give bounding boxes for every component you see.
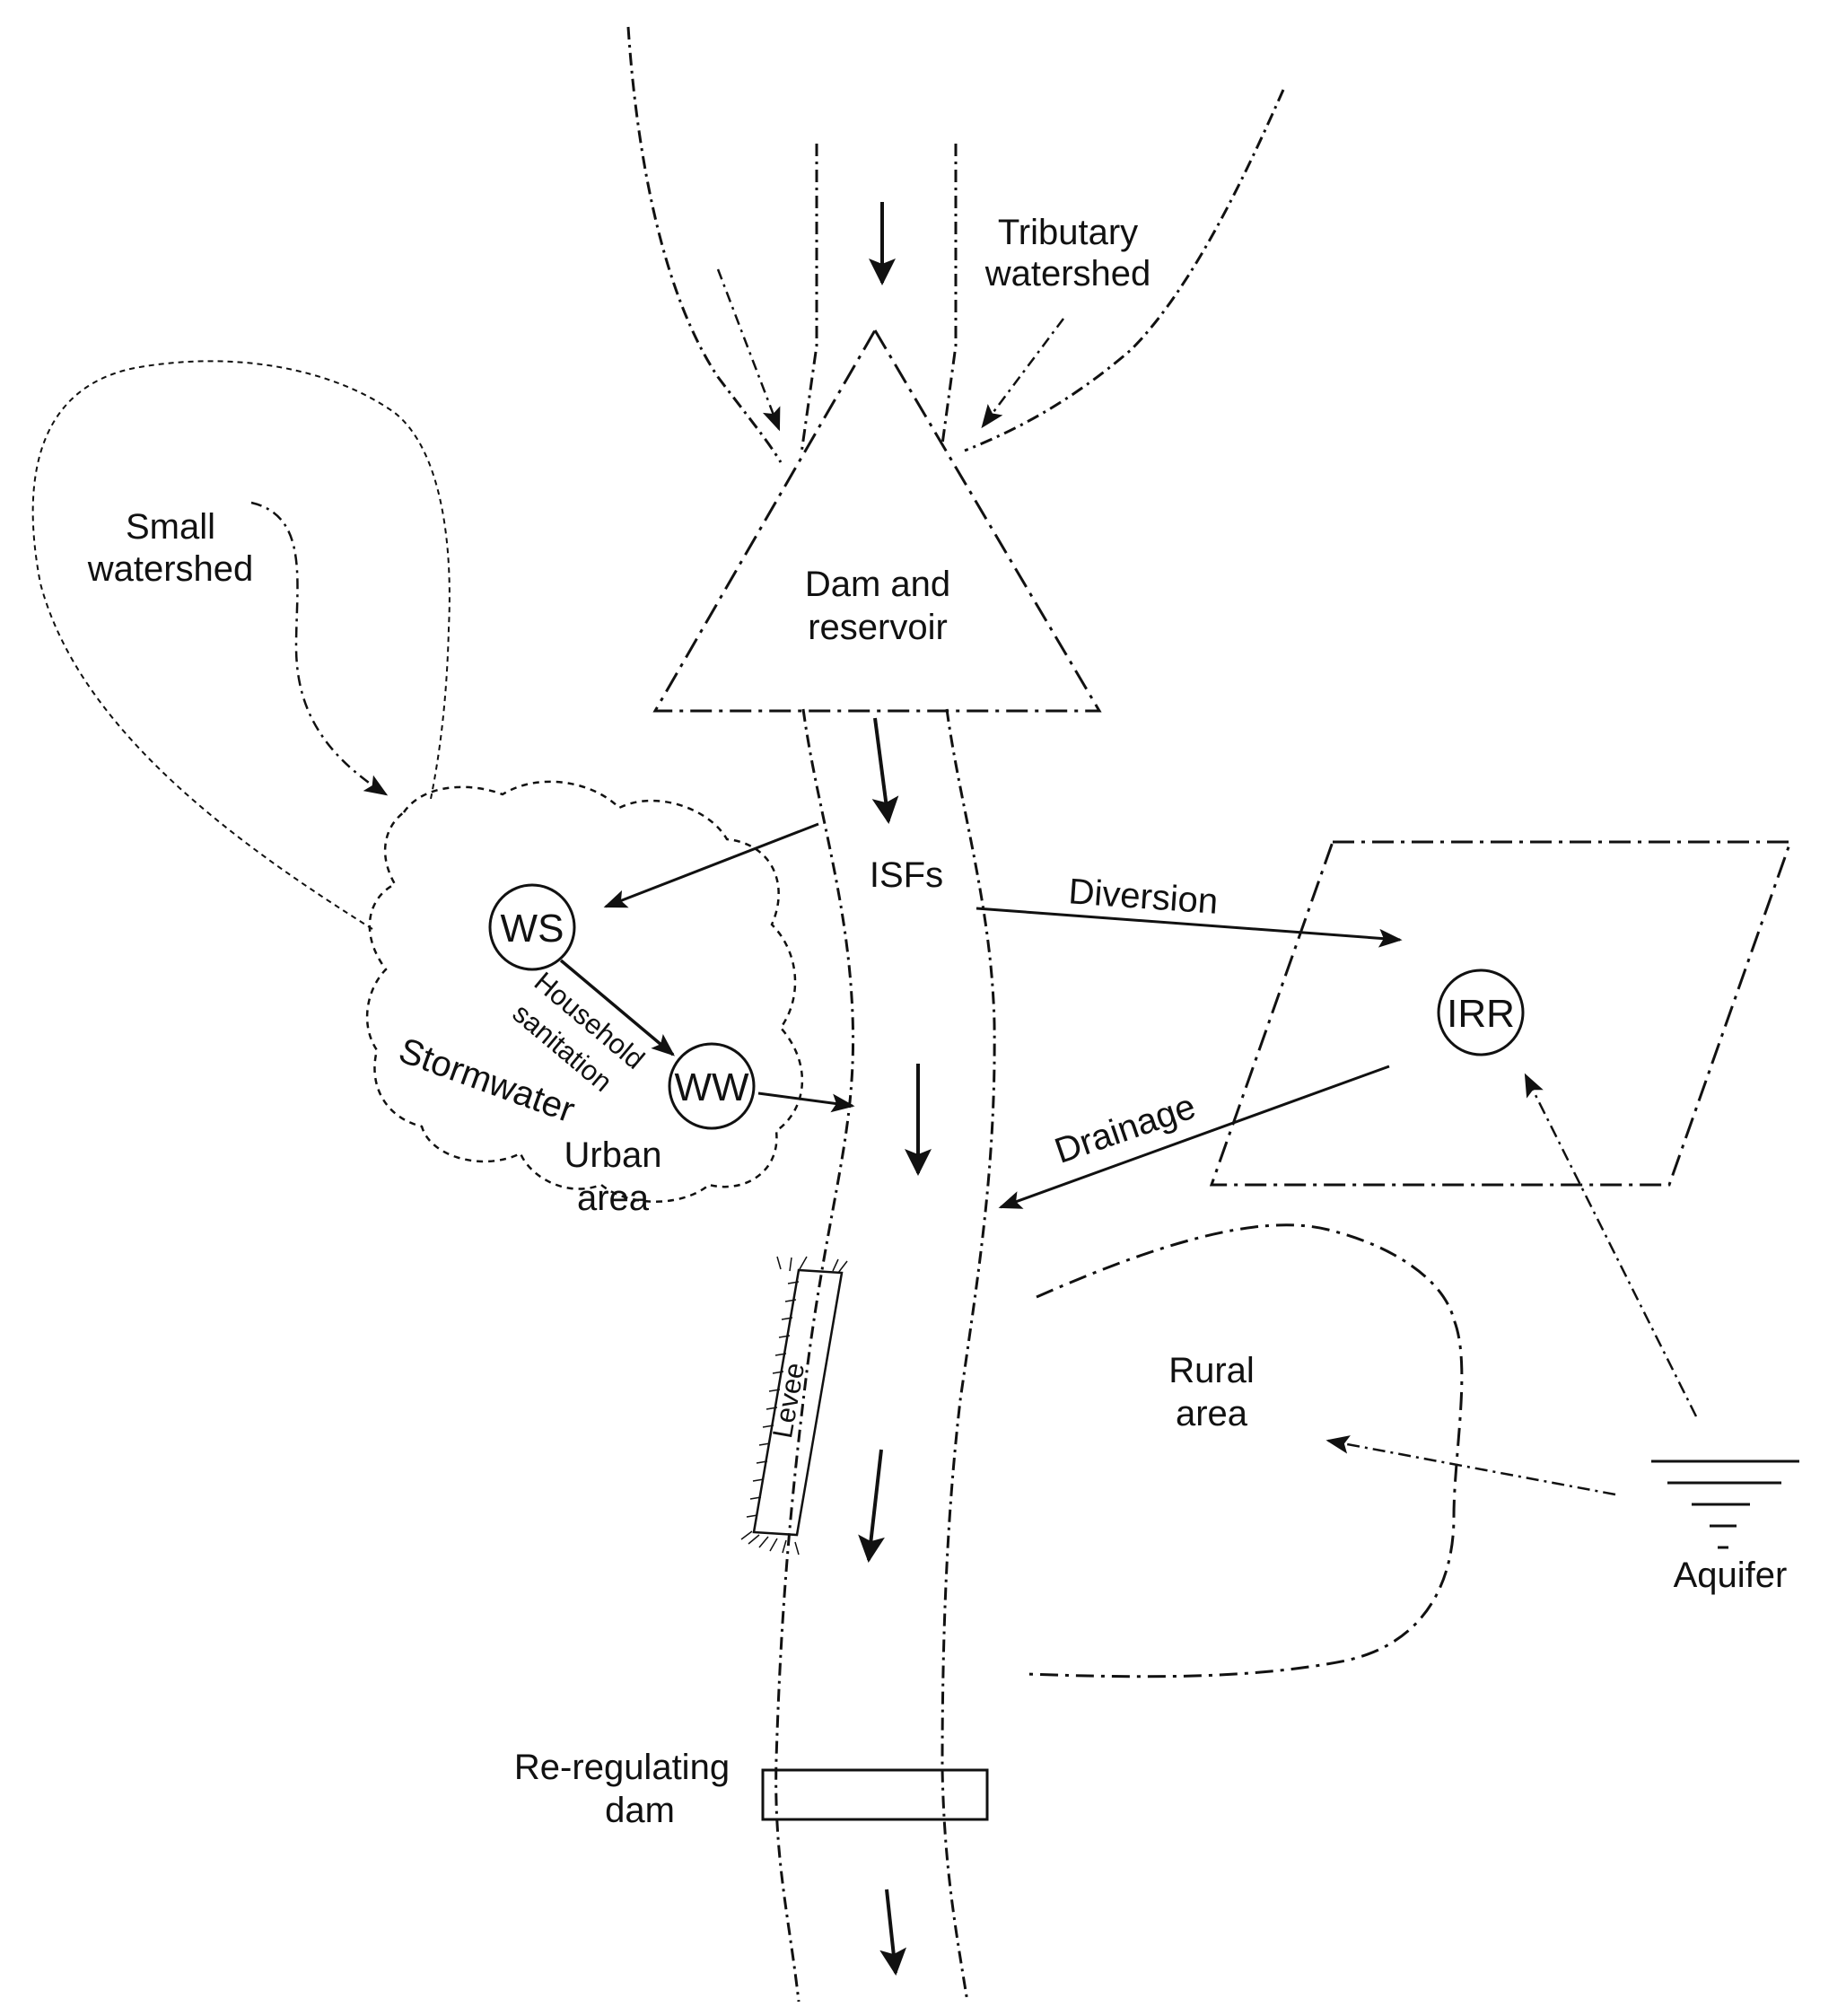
aquifer-symbol	[1651, 1459, 1799, 1549]
urban-area-label-line2: area	[577, 1179, 650, 1218]
river-bank-left	[774, 708, 854, 2003]
levee	[740, 1256, 848, 1556]
levee-label: Levee	[766, 1361, 810, 1441]
small-watershed-flow-arrow	[250, 501, 389, 796]
tributary-watershed-label-line1: Tributary	[998, 213, 1138, 252]
dam-label-line2: reservoir	[808, 608, 948, 647]
reregulating-dam-label-line1: Re-regulating	[514, 1748, 730, 1787]
reregulating-dam	[761, 1768, 989, 1821]
irrigation-node: IRR	[1437, 969, 1525, 1056]
urban-area-boundary	[365, 780, 804, 1203]
rural-area-label-line1: Rural	[1168, 1351, 1255, 1390]
dam-reservoir-triangle	[652, 328, 1102, 713]
tributary-watershed-boundary-right	[964, 89, 1285, 452]
drainage-label: Drainage	[1050, 1086, 1201, 1170]
reregulating-dam-label-line2: dam	[605, 1791, 675, 1830]
aquifer-to-rural-arrow	[1325, 1435, 1616, 1496]
withdrawal-arrow	[603, 822, 819, 908]
river-bank-upstream-left	[800, 144, 818, 454]
tributary-inflow-arrow-right	[981, 318, 1064, 429]
ww-label: WW	[674, 1065, 749, 1109]
river-flow-arrow-4	[858, 1449, 885, 1563]
wastewater-node: WW	[668, 1042, 756, 1130]
river-flow-arrow-2	[871, 717, 899, 824]
urban-area-label-line1: Urban	[564, 1135, 662, 1175]
isfs-label: ISFs	[870, 855, 943, 895]
drainage-arrow	[998, 1065, 1390, 1209]
small-watershed-boundary	[31, 360, 451, 930]
tributary-watershed-boundary-left	[626, 26, 783, 463]
irrigation-district-boundary	[1209, 840, 1793, 1187]
river-flow-arrow-5	[879, 1889, 907, 1976]
diversion-label: Diversion	[1067, 872, 1219, 922]
irr-label: IRR	[1447, 992, 1515, 1036]
small-watershed-label-line1: Small	[126, 507, 215, 547]
household-sanitation-arrow	[559, 959, 675, 1056]
rural-area-boundary	[1027, 1223, 1464, 1679]
diversion-arrow	[975, 907, 1403, 948]
river-bank-right	[940, 708, 996, 2003]
ws-label: WS	[501, 907, 564, 951]
tributary-watershed-label-line2: watershed	[984, 254, 1151, 294]
rural-area-label-line2: area	[1176, 1394, 1248, 1433]
aquifer-to-irrigation-arrow	[1524, 1073, 1698, 1417]
small-watershed-label-line2: watershed	[87, 549, 254, 589]
dam-label-line1: Dam and	[805, 565, 950, 604]
river-bank-upstream-right	[940, 144, 958, 445]
tributary-inflow-arrow-left	[716, 268, 781, 432]
water-supply-node: WS	[488, 883, 576, 971]
wastewater-return-arrow	[757, 1091, 855, 1113]
aquifer-label: Aquifer	[1674, 1556, 1788, 1595]
